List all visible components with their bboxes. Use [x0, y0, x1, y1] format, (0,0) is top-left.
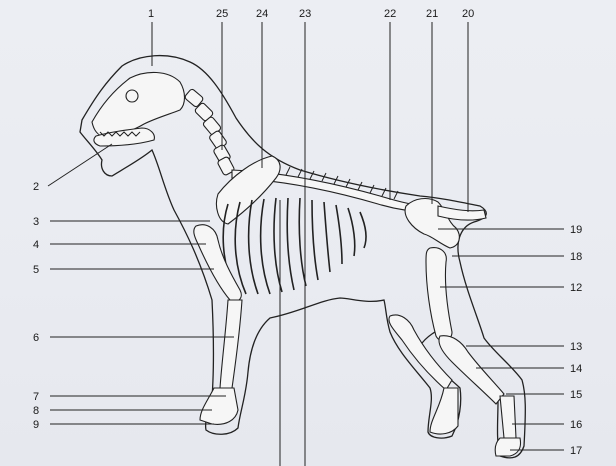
- label-24: 24: [256, 8, 268, 20]
- label-5: 5: [33, 264, 39, 276]
- ribcage: [223, 198, 366, 294]
- label-19: 19: [570, 224, 582, 236]
- label-3: 3: [33, 216, 39, 228]
- tail-vertebrae: [438, 206, 486, 220]
- label-1: 1: [148, 8, 154, 20]
- label-12: 12: [570, 282, 582, 294]
- label-15: 15: [570, 389, 582, 401]
- femur: [426, 248, 452, 341]
- label-7: 7: [33, 391, 39, 403]
- label-20: 20: [462, 8, 474, 20]
- radius-ulna: [220, 300, 242, 388]
- label-21: 21: [426, 8, 438, 20]
- label-16: 16: [570, 419, 582, 431]
- eye-orbit: [126, 90, 138, 102]
- cervical-vertebrae: [184, 88, 235, 176]
- far-hind-paw: [430, 388, 458, 434]
- hind-paw: [495, 438, 520, 456]
- label-18: 18: [570, 251, 582, 263]
- hind-metatarsus: [500, 396, 516, 438]
- label-23: 23: [299, 8, 311, 20]
- label-8: 8: [33, 405, 39, 417]
- label-25: 25: [216, 8, 228, 20]
- label-6: 6: [33, 332, 39, 344]
- humerus: [194, 225, 241, 302]
- label-9: 9: [33, 419, 39, 431]
- label-13: 13: [570, 341, 582, 353]
- label-17: 17: [570, 445, 582, 457]
- forepaw: [200, 388, 238, 424]
- label-14: 14: [570, 363, 582, 375]
- pelvis: [405, 199, 459, 248]
- label-22: 22: [384, 8, 396, 20]
- label-2: 2: [33, 181, 39, 193]
- label-4: 4: [33, 239, 39, 251]
